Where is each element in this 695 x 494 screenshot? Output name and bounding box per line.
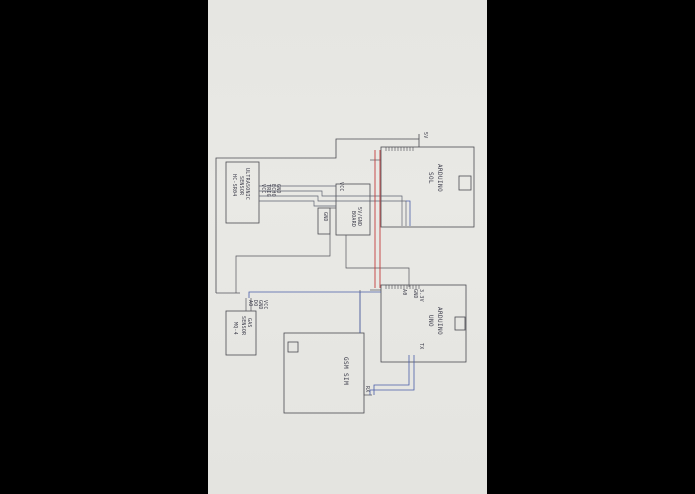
ultrasonic-model: HC-SR04: [231, 174, 237, 196]
uno-pin-3v3: 3.3V: [418, 289, 424, 302]
sol-pin-5v: 5V: [422, 132, 428, 138]
us-pin-vcc: VCC: [260, 184, 266, 194]
gas-label-1: GAS: [246, 318, 252, 328]
arduino-uno-label: ARDUINO: [436, 307, 443, 335]
frame-wire: [215, 138, 420, 293]
board-label-1: 5V/GND: [356, 207, 362, 226]
wire-sol-blue: [406, 200, 411, 226]
gas-sensor-box: [225, 310, 257, 356]
gas-model: MQ-4: [232, 322, 238, 335]
gas-pin-vcc: VCC: [262, 300, 268, 310]
uno-pin-tx: TX: [418, 343, 424, 349]
board-pin-vcc: VCC: [338, 182, 344, 192]
gas-pin-ao: AO: [247, 300, 253, 306]
wire-gas-top: [235, 234, 331, 293]
ultrasonic-sensor-box: [225, 161, 260, 224]
gas-label-2: SENSOR: [240, 316, 246, 336]
arduino-uno-usb: [454, 316, 466, 331]
arduino-sol-label: ARDUINO: [436, 164, 443, 192]
wire-gsm-side: [363, 380, 372, 396]
ultrasonic-label-1: ULTRASONIC: [244, 168, 250, 200]
board-pin-gnd: GND: [322, 212, 328, 222]
gas-pin-gnd: GND: [257, 300, 263, 310]
wire-uno-rx: [369, 355, 415, 395]
arduino-sol-board: [380, 146, 475, 228]
wire-us-echo: [259, 195, 407, 226]
wire-uno-tx: [373, 355, 410, 395]
power-board-terminal: [317, 207, 331, 235]
power-board-box: [335, 183, 371, 236]
uno-pin-a0: A0: [401, 289, 407, 295]
wire-us-trig: [259, 190, 403, 226]
wire-us-gnd: [259, 200, 336, 207]
us-pin-trig: TRIG: [265, 184, 271, 197]
arduino-uno-board: [380, 284, 467, 363]
ultrasonic-label-2: SENSOR: [238, 176, 244, 196]
uno-pin-gnd: GND: [412, 289, 418, 299]
gsm-label: GSM SIM: [342, 357, 349, 385]
gsm-module-box: [283, 332, 365, 414]
gsm-antenna-pad: [287, 341, 299, 353]
arduino-sol-model: SOL: [427, 172, 434, 184]
paper-sheet: [208, 0, 487, 494]
board-label-2: BOARD: [350, 211, 356, 227]
wire-board-to-uno: [345, 235, 410, 287]
gas-pin-do: DO: [252, 300, 258, 306]
arduino-uno-model: UNO: [427, 315, 434, 327]
us-pin-gnd: GND: [275, 184, 281, 194]
arduino-sol-usb: [458, 175, 472, 191]
wire-gas-ao: [248, 291, 381, 298]
us-pin-echo: ECHO: [270, 184, 276, 197]
gsm-pin-rx: RX: [364, 386, 370, 392]
